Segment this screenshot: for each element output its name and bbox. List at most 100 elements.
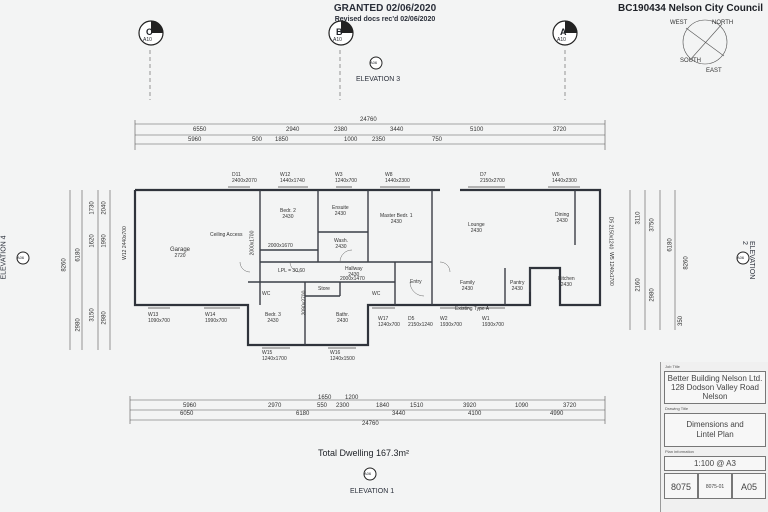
window-d5: D5 <box>408 316 415 322</box>
dim-top-overall: 24760 <box>360 117 377 123</box>
granted-stamp: GRANTED 02/06/2020 <box>333 3 437 14</box>
dim-top-1: 6550 <box>193 127 207 133</box>
dim-left-5: 2980 <box>75 318 82 332</box>
window-d5-side: D5 <box>607 216 614 224</box>
dim-bot-9: 3720 <box>563 403 577 409</box>
dim-top2-1: 5960 <box>188 137 202 143</box>
window-w12-side: W12 <box>121 249 128 260</box>
room-wc-2: WC <box>372 291 381 297</box>
section-ref-c: A10 <box>143 37 152 43</box>
elevation-1-marker-icon <box>363 467 377 481</box>
section-marker-a-icon <box>552 20 578 46</box>
room-store: Store <box>318 286 330 292</box>
dim-bot-8: 1090 <box>515 403 529 409</box>
room-ensuite: Ensuite <box>332 205 349 211</box>
dim-top2-4: 1000 <box>344 137 358 143</box>
room-family: Family <box>460 280 475 286</box>
compass-east: EAST <box>706 68 722 74</box>
window-w17: W17 <box>378 316 389 322</box>
note-1: 2000x1670 <box>268 243 293 249</box>
dim-bot-3: 1650 <box>318 395 332 401</box>
window-w3: W3 <box>335 172 343 178</box>
dim-right-7: 350 <box>678 315 685 327</box>
dim-top-5: 5100 <box>470 127 484 133</box>
elevation-3-ref: A06 <box>370 60 378 65</box>
elevation-4-label: ELEVATION 4 <box>0 235 8 280</box>
dim-left-4: 1990 <box>101 234 108 248</box>
dim-left-3: 1620 <box>89 234 96 248</box>
elevation-4-marker-icon <box>16 251 30 265</box>
room-bathroom: Bathr. <box>336 312 350 318</box>
window-w13: W13 <box>148 312 159 318</box>
room-garage-size: 2720 <box>174 253 186 259</box>
room-lounge: Lounge <box>468 222 485 228</box>
title-block: Job Title Better Building Nelson Ltd. 12… <box>660 362 768 512</box>
dim-bot2-3: 3440 <box>392 411 406 417</box>
total-dwelling: Total Dwelling 167.3m² <box>318 448 410 458</box>
window-w14: W14 <box>205 312 216 318</box>
dim-top2-6: 750 <box>432 137 443 143</box>
plan-info-label: Plan information <box>665 449 694 454</box>
dim-bot-5: 1840 <box>376 403 390 409</box>
job-title-label: Job Title <box>665 364 680 369</box>
dim-top2-5: 2350 <box>372 137 386 143</box>
room-ceiling-access: Ceiling Access <box>210 232 243 238</box>
section-letter-c: C <box>146 27 153 37</box>
room-bedroom-2: Bedr. 2 <box>280 208 296 214</box>
compass-south: SOUTH <box>680 58 701 64</box>
window-w2: W2 <box>440 316 448 322</box>
dim-bot2-2: 6180 <box>296 411 310 417</box>
dim-left-7: 8260 <box>61 258 68 272</box>
compass-west: WEST <box>670 20 688 26</box>
room-dining: Dining <box>555 212 570 218</box>
revised-stamp: Revised docs rec'd 02/06/2020 <box>334 16 436 23</box>
elevation-3-marker-icon <box>369 56 383 70</box>
elevation-4-ref: A06 <box>17 255 25 260</box>
elevation-1-label: ELEVATION 1 <box>350 488 395 495</box>
section-ref-a: A10 <box>557 37 566 43</box>
dim-bot-1b-2: 2300 <box>336 403 350 409</box>
note-2: LPL = 30.60 <box>278 268 305 274</box>
section-marker-b-icon <box>328 20 354 46</box>
company-name: Better Building Nelson Ltd. <box>667 374 763 383</box>
window-w12: W12 <box>280 172 291 178</box>
dim-top2-2: 500 <box>252 137 263 143</box>
elevation-2-marker-icon <box>736 251 750 265</box>
elevation-1-ref: A06 <box>364 471 372 476</box>
room-master-bedroom: Master Bedr. 1 <box>380 213 413 219</box>
section-ref-b: A10 <box>333 37 342 43</box>
dim-left-2: 2040 <box>101 201 108 215</box>
dim-top-2: 2940 <box>286 127 300 133</box>
room-garage: Garage <box>170 247 191 253</box>
dim-right-4: 6180 <box>667 238 674 252</box>
elevation-2-ref: A06 <box>737 255 745 260</box>
window-d7: D7 <box>480 172 487 178</box>
dim-left-9: 2980 <box>101 311 108 325</box>
dim-right-6: 2980 <box>649 288 656 302</box>
dim-left-8: 6180 <box>75 248 82 262</box>
dim-bot-4: 1200 <box>345 395 359 401</box>
window-w15: W15 <box>262 350 273 356</box>
council-consent: BC190434 Nelson City Council <box>618 3 764 14</box>
dim-bot-6: 1510 <box>410 403 424 409</box>
dim-bot-2: 2970 <box>268 403 282 409</box>
dim-bot-1: 5960 <box>183 403 197 409</box>
note-6: Existing Type A <box>455 306 490 312</box>
room-wc-1: WC <box>262 291 271 297</box>
section-marker-c-icon <box>138 20 164 46</box>
dim-left-6: 3150 <box>89 308 96 322</box>
site-address: 128 Dodson Valley Road <box>671 383 759 392</box>
site-city: Nelson <box>702 392 728 401</box>
elevation-3-label: ELEVATION 3 <box>356 76 401 83</box>
compass-north: NORTH <box>712 20 734 26</box>
dim-top-4: 3440 <box>390 127 404 133</box>
dim-bot-overall: 24760 <box>362 421 379 427</box>
dim-left-1: 1730 <box>89 201 96 215</box>
dim-top2-3: 1850 <box>275 137 289 143</box>
dim-top-6: 3720 <box>553 127 567 133</box>
room-pantry: Pantry <box>510 280 525 286</box>
window-d11: D11 <box>232 172 241 178</box>
plan-scale: 1:100 @ A3 <box>664 456 766 471</box>
job-number: 8075 <box>664 473 698 499</box>
